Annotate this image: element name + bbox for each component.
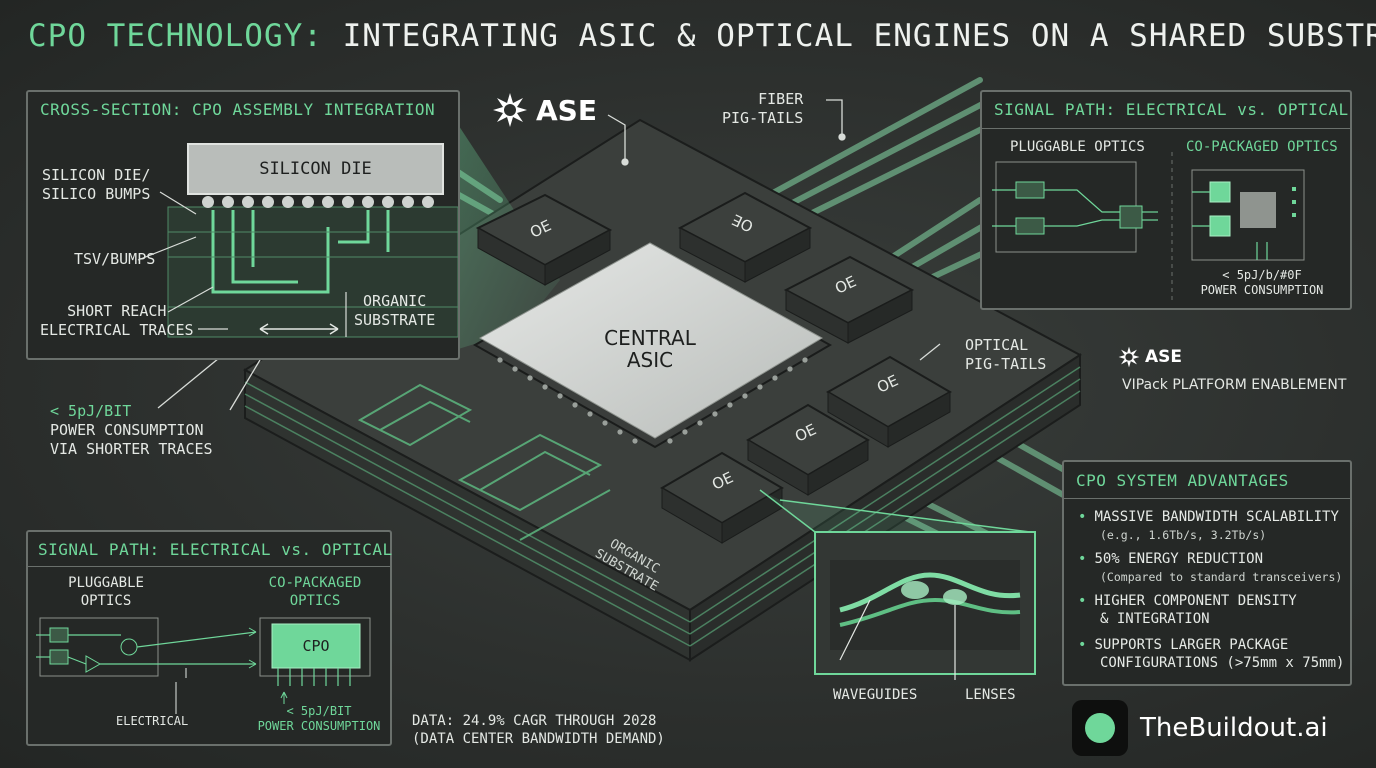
- signal-path-panel-top: SIGNAL PATH: ELECTRICAL vs. OPTICAL PLUG…: [980, 90, 1352, 310]
- data-note: DATA: 24.9% CAGR THROUGH 2028 (DATA CENT…: [412, 712, 665, 748]
- oe-module-1: [475, 193, 613, 286]
- power-line3: VIA SHORTER TRACES: [50, 440, 213, 458]
- title-accent: CPO TECHNOLOGY:: [28, 18, 323, 54]
- advantages-panel: CPO SYSTEM ADVANTAGES •MASSIVE BANDWIDTH…: [1062, 460, 1352, 686]
- power-callout: < 5pJ/BIT POWER CONSUMPTION VIA SHORTER …: [50, 402, 213, 459]
- thebuildout-text: TheBuildout.ai: [1140, 713, 1328, 743]
- tsv-bumps-label: TSV/BUMPS: [74, 250, 156, 268]
- title-rest: INTEGRATING ASIC & OPTICAL ENGINES ON A …: [342, 18, 1376, 54]
- silicon-die-label: SILICON DIE: [259, 159, 372, 179]
- thebuildout-logo-icon: [1072, 700, 1128, 756]
- substrate-traces: [357, 383, 611, 541]
- electrical-label: ELECTRICAL: [116, 714, 189, 728]
- signal-path-bottom-title: SIGNAL PATH: ELECTRICAL vs. OPTICAL: [38, 540, 393, 559]
- cpo-chip-label: CPO: [302, 637, 330, 655]
- ase-logo-text: ASE: [536, 93, 597, 127]
- vipack-text: VIPack PLATFORM ENABLEMENT: [1122, 377, 1347, 393]
- die-bumps-label: SILICON DIE/ SILICO BUMPS: [42, 166, 151, 203]
- cpo-label-top: CO-PACKAGED OPTICS: [1186, 139, 1338, 155]
- oe-module-3: [783, 255, 915, 344]
- fiber-pigtails-label: FIBER PIG-TAILS: [722, 90, 804, 127]
- power-line2: POWER CONSUMPTION: [50, 421, 204, 439]
- pluggable-optics-label-bottom: PLUGGABLE OPTICS: [68, 575, 144, 609]
- central-asic: [472, 242, 833, 449]
- cross-section-title: CROSS-SECTION: CPO ASSEMBLY INTEGRATION: [40, 100, 436, 119]
- traces-label: SHORT REACH ELECTRICAL TRACES: [40, 302, 194, 339]
- advantage-item: •50% ENERGY REDUCTION(Compared to standa…: [1078, 551, 1343, 584]
- advantages-title: CPO SYSTEM ADVANTAGES: [1076, 471, 1289, 490]
- advantage-item: •MASSIVE BANDWIDTH SCALABILITY(e.g., 1.6…: [1078, 509, 1339, 542]
- pluggable-optics-label-top: PLUGGABLE OPTICS: [1010, 139, 1145, 155]
- oe-module-6: [660, 451, 784, 544]
- signal-path-top-drawing: [992, 152, 1305, 302]
- cross-section-panel: CROSS-SECTION: CPO ASSEMBLY INTEGRATION: [26, 90, 460, 360]
- power-consumption-top: < 5pJ/b/#0F POWER CONSUMPTION: [1200, 268, 1324, 297]
- ase-burst-icon-small: [1118, 346, 1140, 368]
- waveguide-zoom-inset: [814, 531, 1036, 680]
- signal-path-top-title: SIGNAL PATH: ELECTRICAL vs. OPTICAL: [994, 100, 1349, 119]
- thebuildout-watermark: TheBuildout.ai: [1072, 700, 1328, 756]
- cpo-label-bottom: CO-PACKAGED OPTICS: [268, 575, 362, 609]
- advantage-item: •HIGHER COMPONENT DENSITY& INTEGRATION: [1078, 593, 1297, 627]
- vipack-brand: ASE: [1145, 347, 1183, 367]
- signal-path-bottom-drawing: [36, 617, 371, 714]
- zoom-beam: [760, 490, 1030, 532]
- oe-module-2: [677, 191, 813, 283]
- lenses-label: LENSES: [965, 687, 1016, 703]
- signal-path-panel-bottom: SIGNAL PATH: ELECTRICAL vs. OPTICAL PLUG…: [26, 530, 392, 746]
- ase-logo: ASE: [492, 92, 597, 128]
- oe-module-4: [825, 355, 953, 448]
- power-value: < 5pJ/BIT: [50, 402, 132, 420]
- data-note-line1: DATA: 24.9% CAGR THROUGH 2028: [412, 713, 657, 729]
- ase-burst-icon: [493, 93, 527, 127]
- page-title: CPO TECHNOLOGY: INTEGRATING ASIC & OPTIC…: [28, 18, 1376, 54]
- optical-pigtails-label: OPTICAL PIG-TAILS: [965, 336, 1047, 373]
- substrate-label-inset: ORGANIC SUBSTRATE: [354, 292, 436, 329]
- waveguides-label: WAVEGUIDES: [833, 687, 918, 703]
- vipack-logo: ASE: [1118, 346, 1182, 368]
- data-note-line2: (DATA CENTER BANDWIDTH DEMAND): [412, 731, 665, 747]
- cross-section-drawing: [137, 143, 458, 338]
- central-asic-label: CENTRAL ASIC: [604, 326, 696, 372]
- power-consumption-bottom: < 5pJ/BIT POWER CONSUMPTION: [257, 704, 381, 733]
- oe-module-5: [746, 403, 870, 496]
